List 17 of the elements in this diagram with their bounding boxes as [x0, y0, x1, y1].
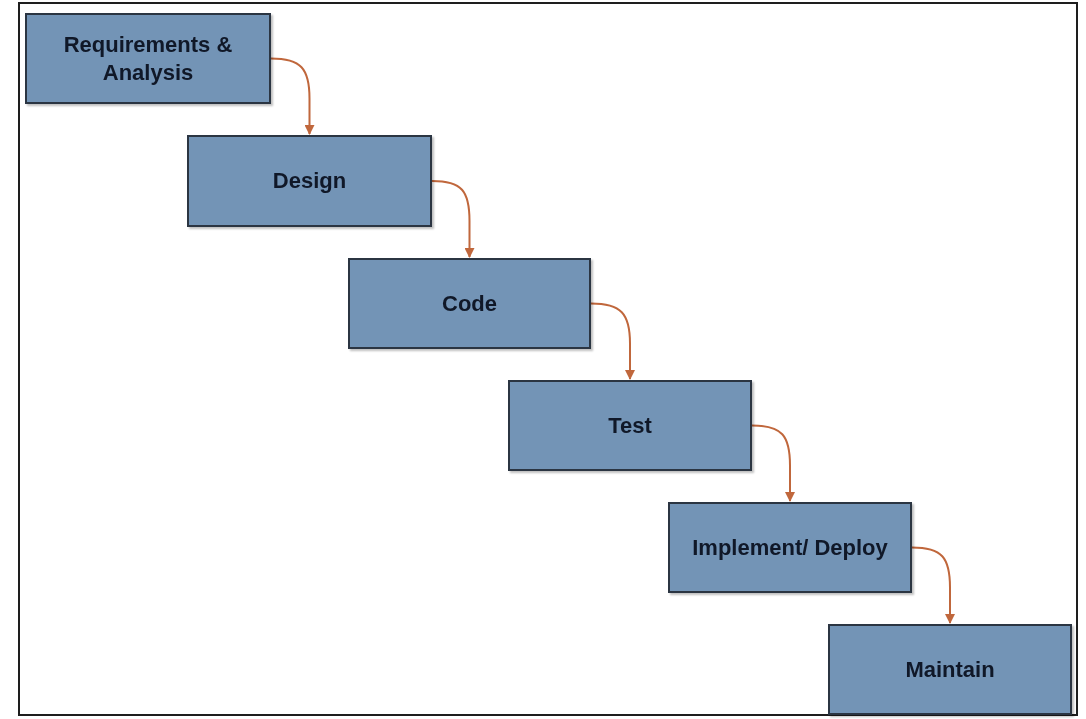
process-box: [828, 624, 1072, 715]
process-box: [508, 380, 752, 471]
step-label: Implement/ Deploy: [692, 533, 888, 562]
arrow: [270, 57, 315, 135]
arrow: [911, 546, 955, 624]
arrow: [431, 180, 475, 258]
step-label: Requirements & Analysis: [62, 31, 234, 86]
step-label: Code: [442, 289, 497, 318]
step-label: Maintain: [905, 655, 995, 684]
arrow: [590, 302, 635, 380]
process-box: [348, 258, 591, 349]
arrow: [751, 424, 795, 502]
step-label: Design: [272, 167, 347, 195]
step-label: Test: [608, 411, 652, 440]
process-box: [668, 502, 912, 593]
process-box: [25, 13, 271, 104]
process-box: [187, 135, 432, 227]
